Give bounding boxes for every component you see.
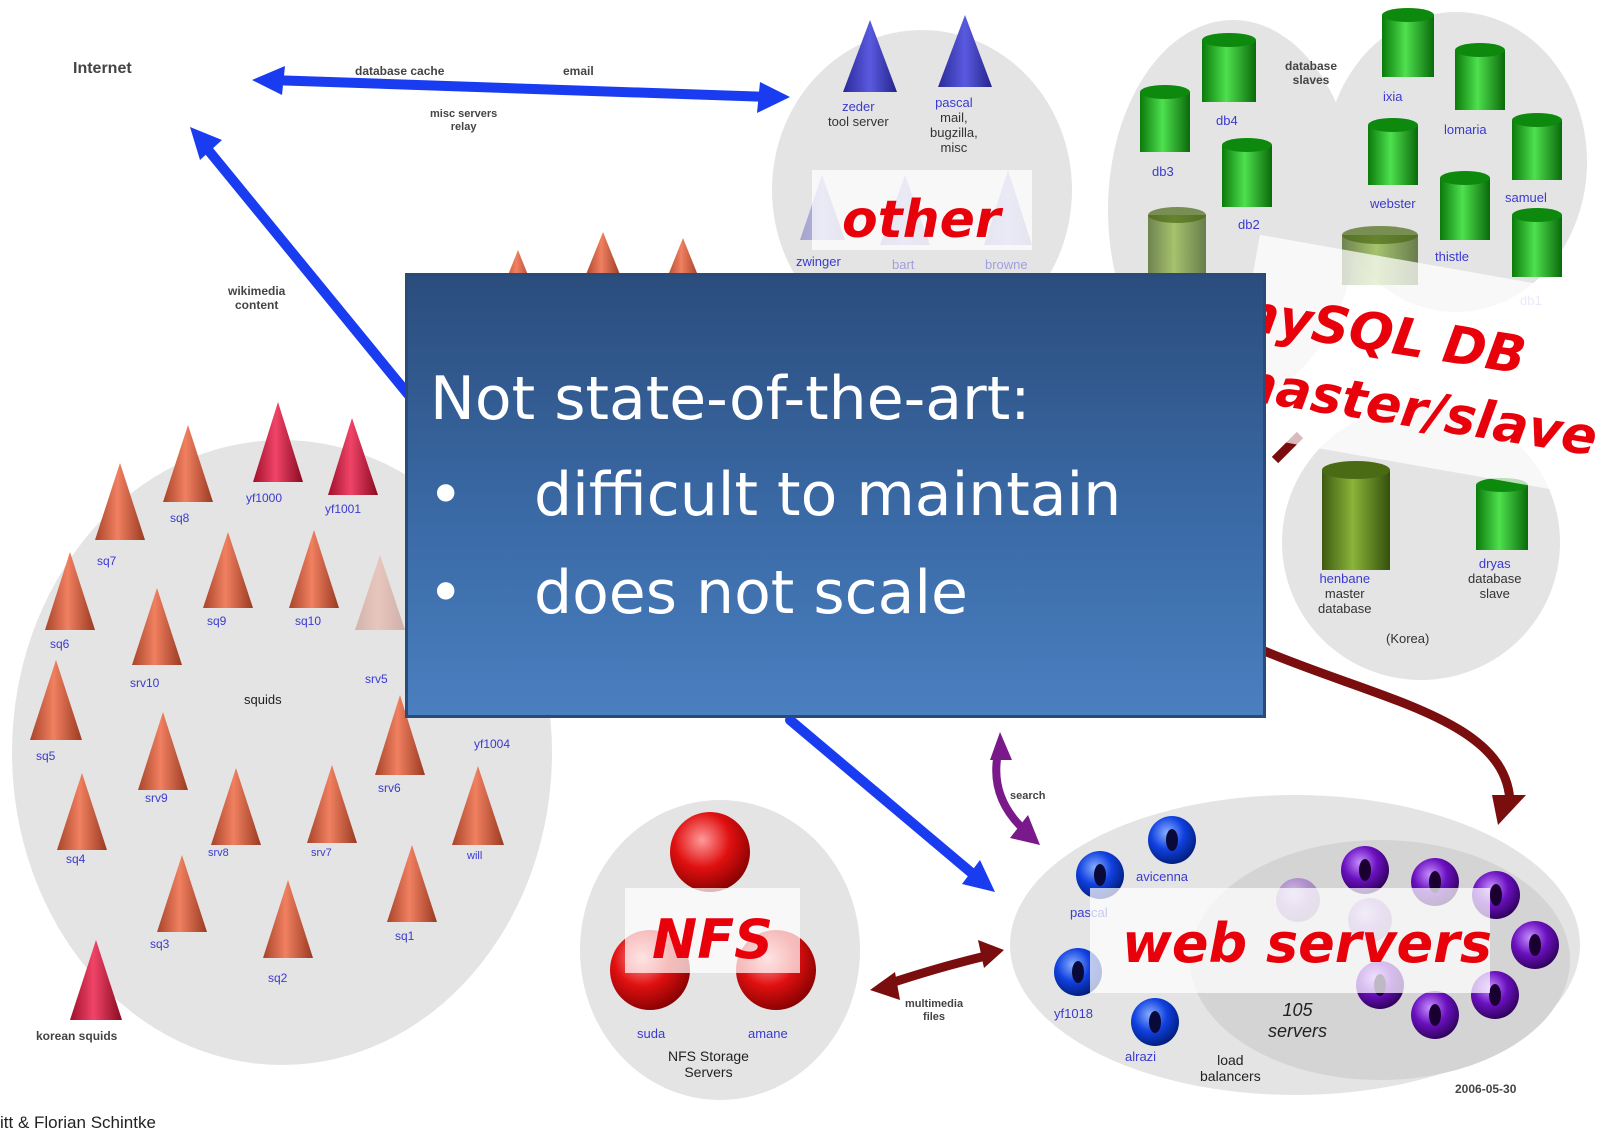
squid-yf1001: yf1001 — [325, 502, 362, 516]
multimedia-link-label: multimedia files — [905, 998, 964, 1023]
webster-label: webster — [1370, 196, 1416, 211]
internet-label: Internet — [73, 60, 132, 77]
search-link-label: search — [1010, 790, 1046, 802]
web-yf1018-label: yf1018 — [1054, 1006, 1094, 1021]
squid-sq4: sq4 — [66, 852, 86, 866]
samuel-label: samuel — [1505, 190, 1547, 205]
nfs-tag-bg — [625, 888, 800, 973]
db3-label: db3 — [1152, 164, 1174, 179]
squid-srv10: srv10 — [130, 676, 160, 690]
squid-srv6: srv6 — [378, 781, 401, 795]
squid-sq8: sq8 — [170, 511, 190, 525]
web-tag-bg — [1090, 888, 1490, 993]
web-alrazi-label: alrazi — [1125, 1049, 1157, 1064]
thistle-label: thistle — [1435, 249, 1469, 264]
squid-will: will — [467, 850, 483, 862]
email-link-label: email — [563, 64, 594, 78]
squid-srv9: srv9 — [145, 791, 168, 805]
web-avicenna-label: avicenna — [1136, 869, 1189, 884]
other-tag: other — [842, 190, 1001, 250]
squid-srv7: srv7 — [311, 847, 332, 859]
squid-sq5: sq5 — [36, 749, 56, 763]
web-count-label: 105 servers — [1268, 1000, 1328, 1041]
korean-squids-label: korean squids — [36, 1029, 118, 1043]
korea-label: (Korea) — [1386, 631, 1430, 646]
bullet-does-not-scale: does not scale — [534, 558, 968, 628]
misc-link-label: misc servers relay — [430, 108, 498, 133]
squid-sq2: sq2 — [268, 971, 288, 985]
squids-center-label: squids — [244, 692, 282, 707]
wikimedia-link-label: wikimedia content — [228, 284, 286, 312]
db-slaves-group-label: database slaves — [1285, 59, 1338, 87]
db2-label: db2 — [1238, 217, 1260, 232]
browne-label: browne — [985, 257, 1028, 272]
squid-cones — [30, 232, 701, 1020]
squid-sq9: sq9 — [207, 614, 227, 628]
squid-sq6: sq6 — [50, 637, 70, 651]
bullet-marker-2: • — [428, 558, 464, 628]
squid-sq1: sq1 — [395, 929, 415, 943]
footer-author: itt & Florian Schintke — [0, 1113, 156, 1132]
nfs-amane-label: amane — [748, 1026, 788, 1041]
footer-date: 2006-05-30 — [1455, 1082, 1517, 1096]
overlay-heading: Not state-of-the-art: — [430, 364, 1031, 434]
overlay-callout: Not state-of-the-art: • difficult to mai… — [405, 273, 1266, 718]
nfs-caption: NFS Storage Servers — [668, 1048, 749, 1081]
web-servers-tag: web servers — [1122, 912, 1492, 975]
bullet-marker-1: • — [428, 460, 464, 530]
bart-label: bart — [892, 257, 915, 272]
squid-sq10: sq10 — [295, 614, 322, 628]
squid-sq7: sq7 — [97, 554, 117, 568]
nfs-suda-label: suda — [637, 1026, 666, 1041]
squid-srv8: srv8 — [208, 847, 229, 859]
zwinger-label: zwinger — [796, 254, 841, 269]
other-tag-bg — [812, 170, 1032, 250]
nfs-tag: NFS — [652, 908, 773, 971]
ixia-label: ixia — [1383, 89, 1403, 104]
web-load-balancers: load balancers — [1200, 1052, 1261, 1085]
bullet-difficult-to-maintain: difficult to maintain — [534, 460, 1122, 530]
db4-label: db4 — [1216, 113, 1238, 128]
squid-yf1004: yf1004 — [474, 737, 511, 751]
squid-yf1000: yf1000 — [246, 491, 283, 505]
lomaria-label: lomaria — [1444, 122, 1487, 137]
squid-sq3: sq3 — [150, 937, 170, 951]
database-link-label: database cache — [355, 64, 445, 78]
squid-srv5: srv5 — [365, 672, 388, 686]
